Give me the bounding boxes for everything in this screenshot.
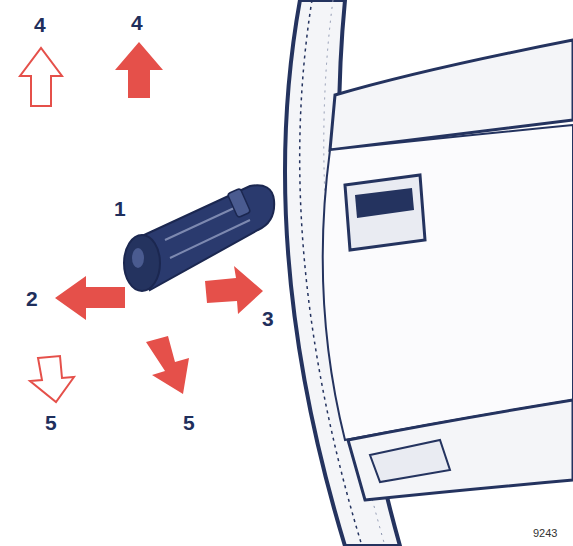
callout-number: 4 [34,14,46,35]
callout-number: 1 [114,198,126,219]
arrow-left [55,276,125,320]
steering-hub [323,125,573,440]
callout-number: 3 [262,308,274,329]
arrow-down-outline [30,356,74,402]
steering-wheel-spoke [348,400,573,500]
arrow-right [205,266,263,314]
callout-number: 4 [131,12,143,33]
callout-number: 5 [45,412,57,433]
indicator-stalk [142,185,274,290]
callout-number: 2 [26,288,38,309]
callout-number: 5 [183,412,195,433]
stalk-knob [124,235,160,291]
arrow-up [115,42,163,98]
arrow-up-outline [20,48,62,106]
figure-number: 9243 [533,528,557,539]
arrow-down [146,336,189,394]
